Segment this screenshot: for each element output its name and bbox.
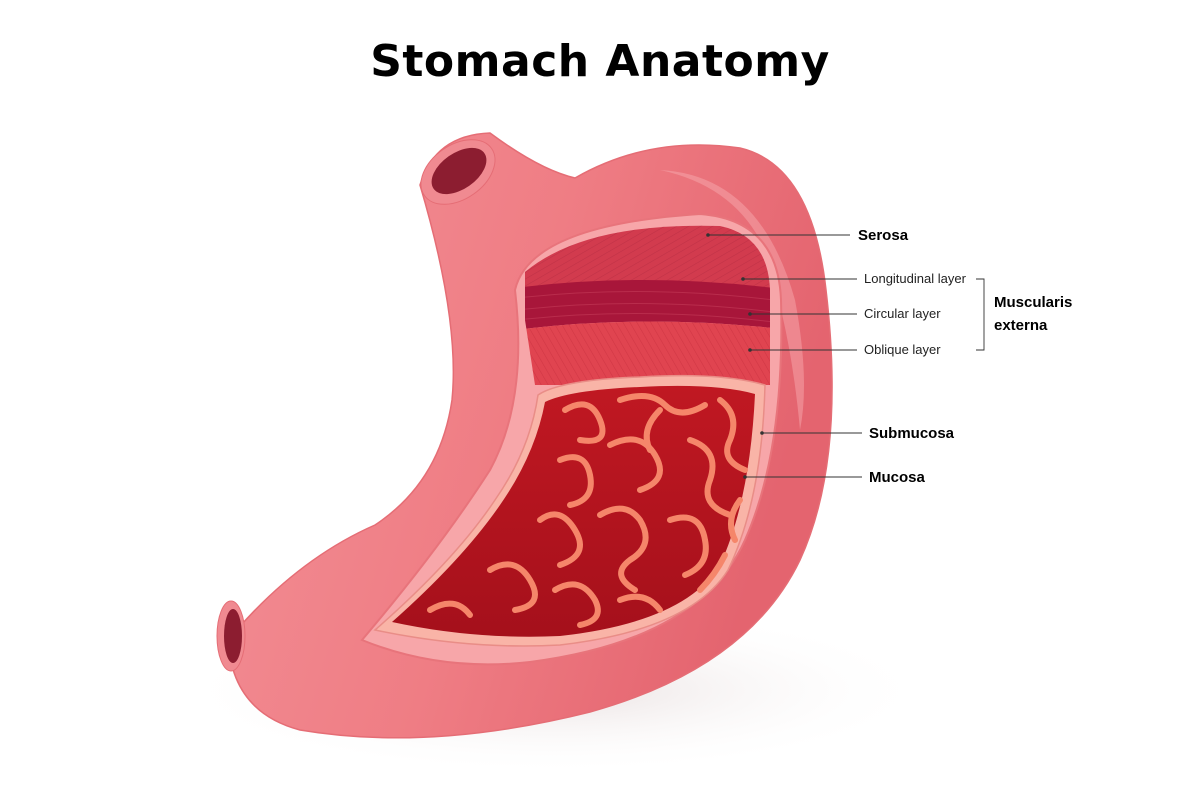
circular-annotation: Circular layer [748,306,941,321]
label-serosa: Serosa [858,227,909,244]
label-circular-layer: Circular layer [864,306,941,321]
oblique-annotation: Oblique layer [748,342,941,357]
muscle-layers [525,225,770,385]
muscularis-bracket: Muscularis externa [976,278,1072,351]
label-longitudinal-layer: Longitudinal layer [864,271,967,286]
pylorus-lumen [224,609,242,663]
label-mucosa: Mucosa [869,469,926,486]
mucosa-annotation: Mucosa [743,469,926,486]
esophagus-lumen [431,147,487,195]
label-submucosa: Submucosa [869,425,955,442]
mucosa-interior [392,385,755,637]
serosa-annotation: Serosa [706,227,909,244]
longitudinal-annotation: Longitudinal layer [741,271,967,286]
page-title: Stomach Anatomy [370,36,830,87]
label-muscularis-line1: Muscularis [994,294,1072,311]
submucosa-annotation: Submucosa [760,425,955,442]
label-muscularis-line2: externa [994,317,1048,334]
label-oblique-layer: Oblique layer [864,342,941,357]
rugae-folds [427,393,748,628]
